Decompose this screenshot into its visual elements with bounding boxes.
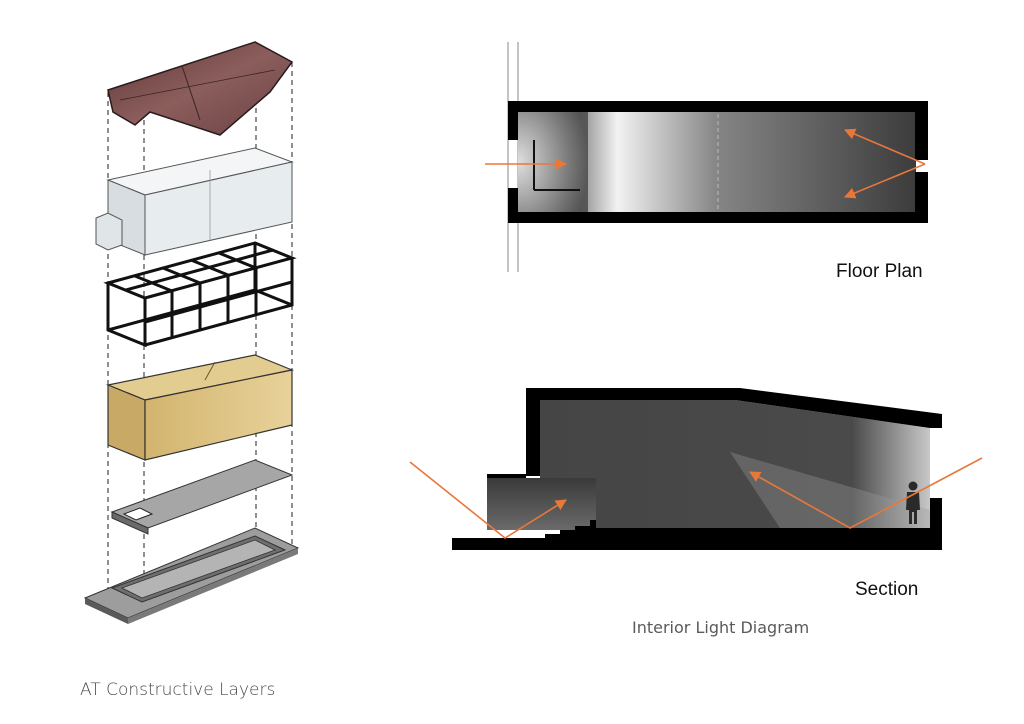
timber-cladding-layer [105, 354, 295, 461]
exploded-axonometric [83, 41, 300, 624]
foundation-layer [83, 527, 300, 624]
floor-slab-layer [110, 459, 294, 535]
section-drawing [409, 388, 983, 550]
interior-light-diagram-caption: Interior Light Diagram [632, 618, 810, 637]
constructive-layers-caption: AT Constructive Layers [80, 680, 276, 700]
floor-plan-drawing [485, 42, 928, 272]
frame-layer [103, 241, 297, 348]
plan-light-rays [485, 128, 926, 199]
roof-layer [107, 41, 294, 136]
section-light-rays [409, 457, 983, 539]
floor-plan-caption: Floor Plan [836, 261, 923, 282]
section-caption: Section [855, 579, 919, 600]
envelope-layer [95, 147, 294, 256]
person-silhouette-icon [906, 481, 920, 524]
